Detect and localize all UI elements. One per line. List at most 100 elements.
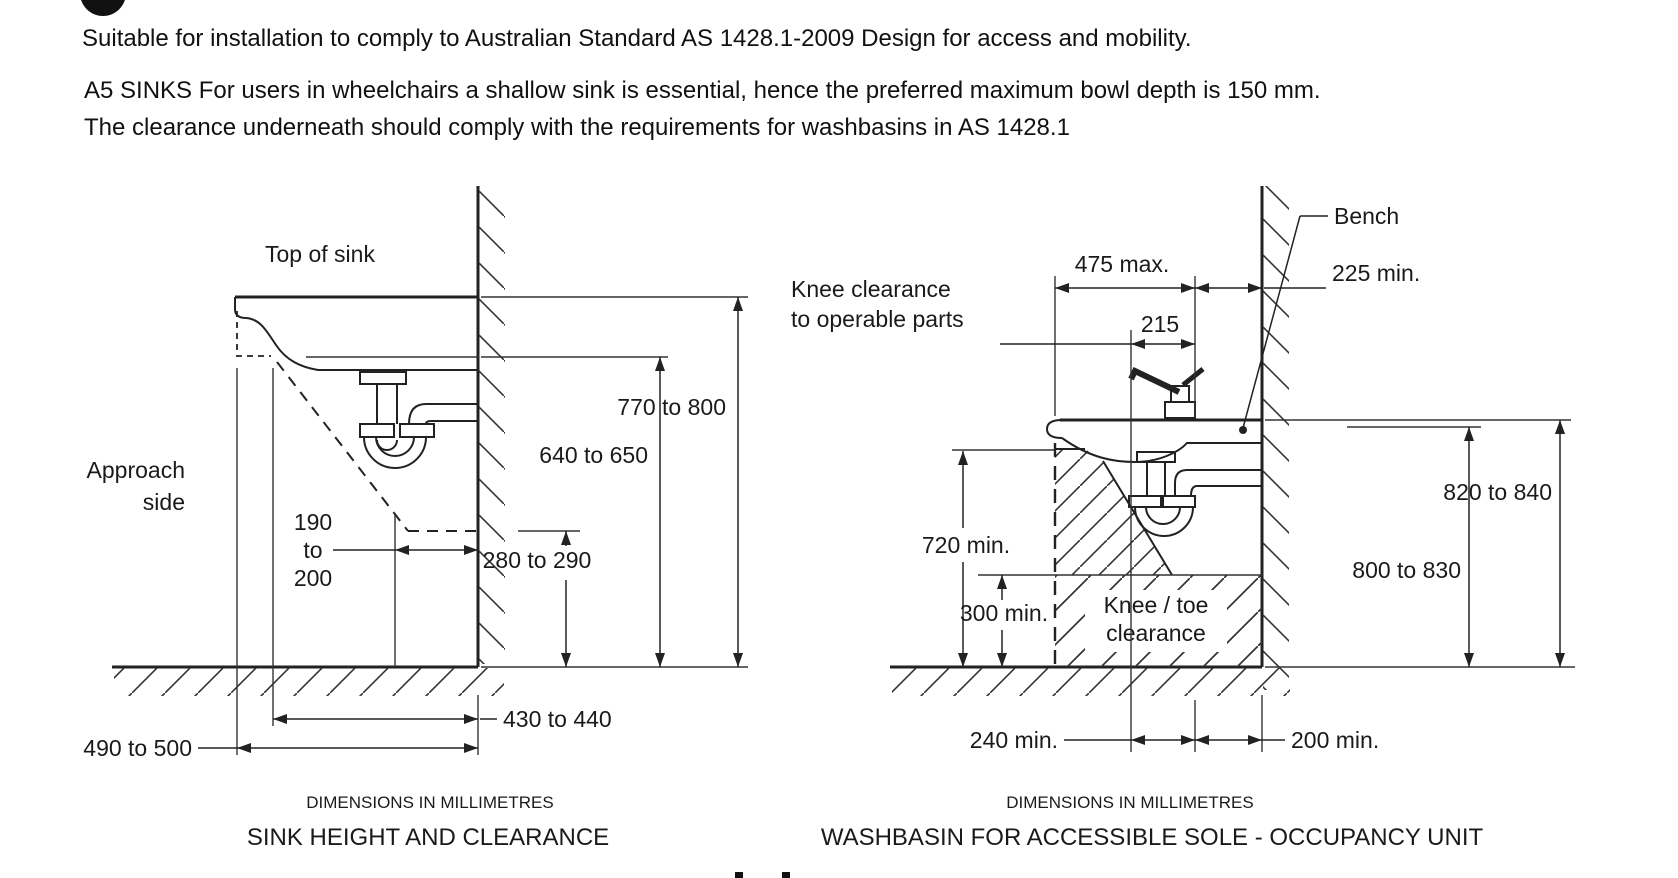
waste-pipe-bottom	[1190, 485, 1262, 497]
arrow-icon	[464, 714, 478, 724]
paragraph-line-1: A5 SINKS For users in wheelchairs a shal…	[84, 77, 1321, 104]
tap-body	[1170, 385, 1190, 403]
left-units-note: DIMENSIONS IN MILLIMETRES	[306, 793, 553, 812]
trap-bend-outer	[363, 436, 427, 469]
cropped-text-fragment	[735, 872, 743, 878]
dim-800-830-label: 800 to 830	[1352, 557, 1461, 583]
dim-430-440-label: 430 to 440	[503, 706, 612, 732]
arrow-icon	[1464, 653, 1474, 667]
arrow-icon	[655, 653, 665, 667]
dim-240-label: 240 min.	[970, 727, 1058, 753]
knee-toe-label-1: Knee / toe	[1104, 592, 1209, 618]
body-paragraph: A5 SINKS For users in wheelchairs a shal…	[84, 72, 1534, 146]
arrow-icon	[1248, 283, 1262, 293]
cropped-bullet-icon	[80, 0, 126, 16]
tap	[1128, 367, 1205, 419]
arrow-icon	[655, 357, 665, 371]
tap-base	[1164, 401, 1196, 419]
arrow-icon	[1131, 735, 1145, 745]
clearance-envelope-diagonal	[276, 361, 409, 532]
basin-underside	[1061, 437, 1262, 464]
arrow-icon	[1055, 283, 1069, 293]
dim-225-label: 225 min.	[1332, 260, 1420, 286]
bench-leader-dot	[1239, 426, 1247, 434]
approach-side-label-1: Approach	[87, 457, 185, 483]
tap-spout	[1128, 367, 1181, 395]
arrow-icon	[561, 531, 571, 545]
arrow-icon	[237, 743, 251, 753]
arrow-icon	[1248, 735, 1262, 745]
arrow-icon	[997, 653, 1007, 667]
intro-text: Suitable for installation to comply to A…	[82, 25, 1192, 52]
right-diagram-washbasin-section: Knee / toe clearance	[791, 186, 1575, 851]
bench-leader-diagonal	[1242, 215, 1301, 429]
drain-flange	[359, 371, 407, 385]
waste-pipe-top	[1174, 469, 1262, 496]
waste-pipe-top	[408, 403, 478, 425]
trap-nut-left	[359, 423, 395, 438]
dim-300-label: 300 min.	[960, 600, 1048, 626]
right-diagram-title: WASHBASIN FOR ACCESSIBLE SOLE - OCCUPANC…	[821, 824, 1484, 851]
left-diagram-title: SINK HEIGHT AND CLEARANCE	[247, 824, 609, 851]
approach-side-label-2: side	[143, 489, 185, 515]
arrow-icon	[958, 653, 968, 667]
cropped-text-fragment	[782, 872, 790, 878]
trap-bend-outer	[1134, 506, 1194, 537]
dim-770-800-label: 770 to 800	[617, 394, 726, 420]
knee-clearance-label-1: Knee clearance	[791, 276, 951, 302]
arrow-icon	[733, 653, 743, 667]
top-of-sink-label: Top of sink	[265, 241, 375, 267]
arrow-icon	[1464, 427, 1474, 441]
arrow-icon	[395, 545, 409, 555]
arrow-icon	[1195, 735, 1209, 745]
wall-hatch	[479, 186, 505, 664]
arrow-icon	[1131, 339, 1145, 349]
arrow-icon	[733, 297, 743, 311]
trap-bend-inner	[1145, 506, 1181, 525]
arrow-icon	[1555, 653, 1565, 667]
dim-720-label: 720 min.	[922, 532, 1010, 558]
dim-215-label: 215	[1141, 311, 1179, 337]
dim-190-200-label-3: 200	[294, 565, 332, 591]
arrow-icon	[561, 653, 571, 667]
dim-490-500-label: 490 to 500	[83, 735, 192, 761]
arrow-icon	[1181, 283, 1195, 293]
right-units-note: DIMENSIONS IN MILLIMETRES	[1006, 793, 1253, 812]
bench-label: Bench	[1334, 203, 1399, 229]
arrow-icon	[464, 545, 478, 555]
trap-nut-right	[399, 423, 435, 438]
arrow-icon	[958, 451, 968, 465]
dim-280-290-label: 280 to 290	[483, 547, 592, 573]
p-trap	[359, 371, 478, 469]
waste-pipe-bottom	[425, 420, 478, 425]
wall-hatch	[1263, 186, 1289, 690]
arrow-icon	[464, 743, 478, 753]
arrow-icon	[1555, 420, 1565, 434]
dim-190-200-label-1: 190	[294, 509, 332, 535]
arrow-icon	[997, 575, 1007, 589]
dim-475-label: 475 max.	[1075, 251, 1170, 277]
trap-nut-left	[1128, 495, 1162, 508]
floor-hatch	[892, 668, 1290, 696]
paragraph-line-2: The clearance underneath should comply w…	[84, 114, 1070, 141]
left-diagram-sink-section: 770 to 800 640 to 650 280 to 290 190 to …	[83, 186, 748, 851]
sink-hidden-edge	[236, 311, 271, 357]
knee-toe-label-box	[1085, 590, 1227, 652]
bench-nose	[1045, 419, 1063, 439]
trap-nut-right	[1162, 495, 1196, 508]
drain-flange	[1136, 451, 1176, 463]
cabinet-hatch	[1055, 449, 1172, 575]
arrow-icon	[1195, 283, 1209, 293]
sink-profile	[234, 297, 478, 371]
dim-200-label: 200 min.	[1291, 727, 1379, 753]
arrow-icon	[1181, 735, 1195, 745]
p-trap	[1128, 451, 1262, 537]
arrow-icon	[1181, 339, 1195, 349]
dim-640-650-label: 640 to 650	[539, 442, 648, 468]
dim-820-840-label: 820 to 840	[1443, 479, 1552, 505]
tailpipe-bottom	[376, 439, 398, 451]
knee-toe-label-2: clearance	[1106, 620, 1206, 646]
knee-clearance-label-2: to operable parts	[791, 306, 964, 332]
arrow-icon	[273, 714, 287, 724]
